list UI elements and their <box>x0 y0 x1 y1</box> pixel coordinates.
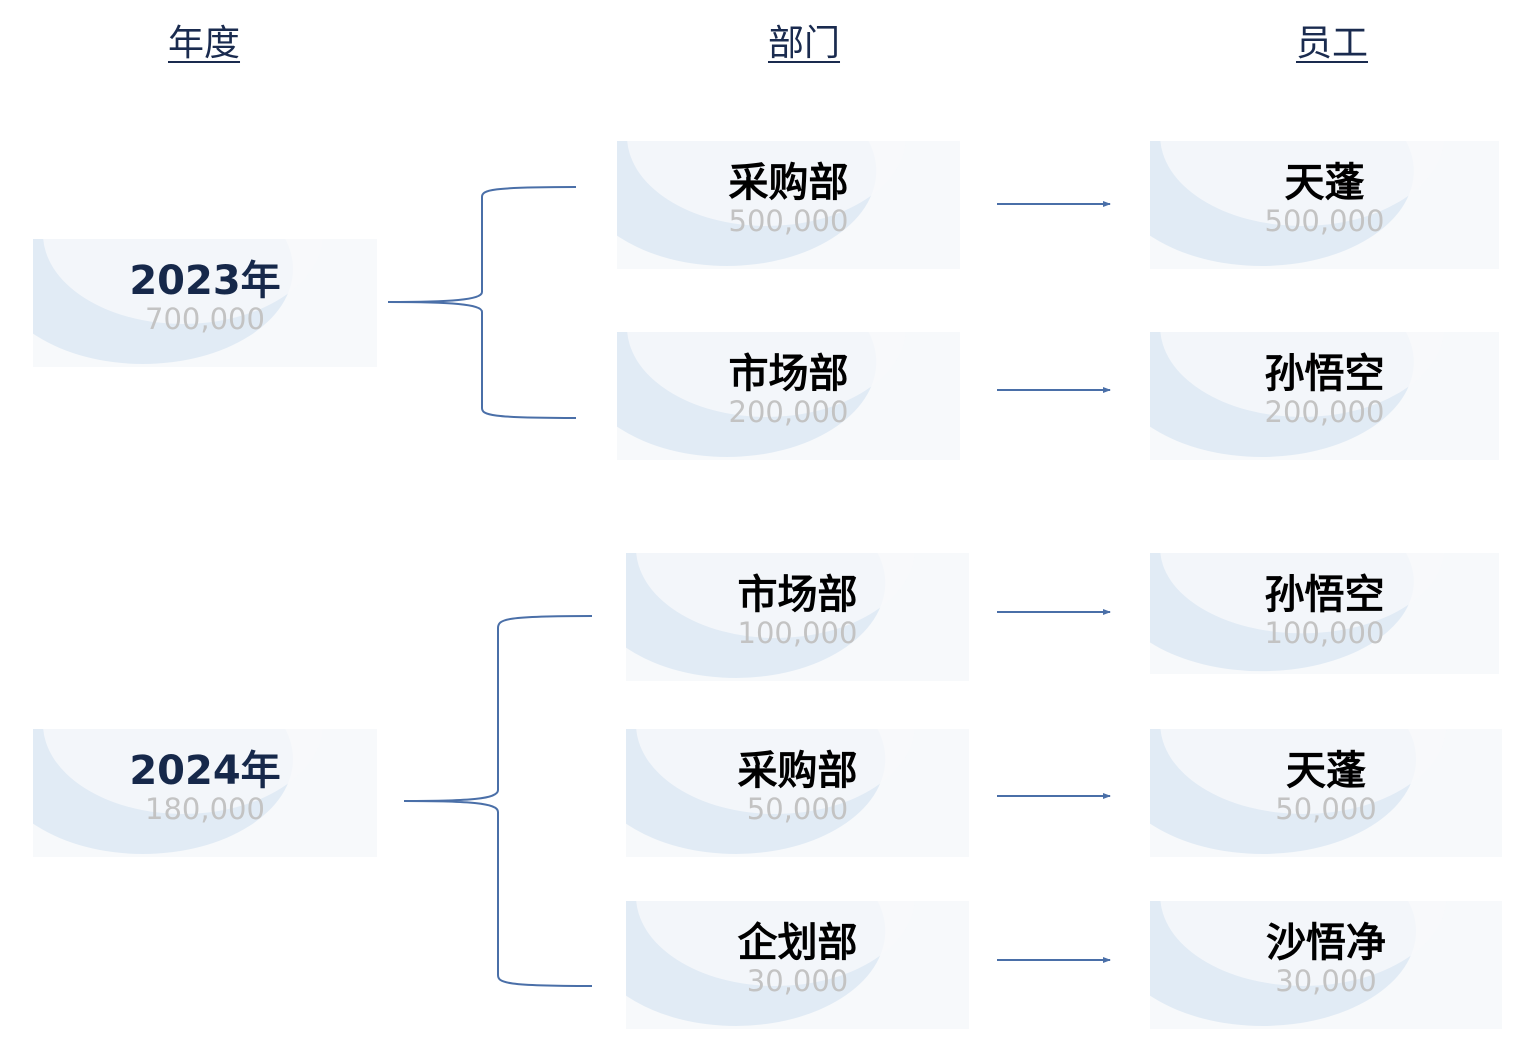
year-value: 700,000 <box>145 302 265 336</box>
card-wave-decoration <box>1150 901 1447 1026</box>
employee-value: 50,000 <box>1275 792 1377 826</box>
card-wave-decoration <box>1150 729 1447 854</box>
employee-value: 200,000 <box>1264 395 1385 429</box>
card-wave-decoration <box>626 901 915 1026</box>
department-card: 市场部 200,000 <box>617 332 960 460</box>
department-name: 市场部 <box>737 572 858 618</box>
card-wave-decoration <box>1150 141 1444 266</box>
header-employee: 员工 <box>1295 23 1369 64</box>
department-card: 采购部 50,000 <box>626 729 969 857</box>
card-wave-decoration <box>617 141 906 266</box>
department-name: 采购部 <box>728 160 849 206</box>
employee-card: 天蓬 500,000 <box>1150 141 1499 269</box>
department-card: 采购部 500,000 <box>617 141 960 269</box>
employee-card: 孙悟空 200,000 <box>1150 332 1499 460</box>
department-value: 100,000 <box>737 616 858 650</box>
employee-name: 天蓬 <box>1284 160 1365 206</box>
employee-card: 孙悟空 100,000 <box>1150 553 1499 674</box>
card-wave-decoration <box>33 729 323 854</box>
department-name: 采购部 <box>737 748 858 794</box>
year-label: 2023年 <box>129 258 281 304</box>
card-wave-decoration <box>626 729 915 854</box>
employee-name: 孙悟空 <box>1264 572 1385 618</box>
department-value: 500,000 <box>728 204 849 238</box>
department-name: 企划部 <box>737 920 858 966</box>
header-department: 部门 <box>767 23 841 64</box>
employee-name: 孙悟空 <box>1264 351 1385 397</box>
brace-2024 <box>403 615 593 987</box>
year-card-2023: 2023年 700,000 <box>33 239 377 367</box>
employee-name: 天蓬 <box>1286 748 1366 794</box>
card-wave-decoration <box>33 239 323 364</box>
year-card-2024: 2024年 180,000 <box>33 729 377 857</box>
card-wave-decoration <box>617 332 906 457</box>
header-year: 年度 <box>167 23 241 64</box>
department-card: 市场部 100,000 <box>626 553 969 681</box>
department-name: 市场部 <box>728 351 849 397</box>
department-value: 200,000 <box>728 395 849 429</box>
employee-name: 沙悟净 <box>1266 920 1386 966</box>
year-label: 2024年 <box>129 748 281 794</box>
department-value: 30,000 <box>746 964 849 998</box>
employee-value: 500,000 <box>1264 204 1385 238</box>
brace-2023 <box>387 186 577 419</box>
card-wave-decoration <box>1150 553 1444 672</box>
employee-card: 沙悟净 30,000 <box>1150 901 1502 1029</box>
card-wave-decoration <box>1150 332 1444 457</box>
employee-value: 100,000 <box>1264 616 1385 650</box>
year-value: 180,000 <box>145 792 265 826</box>
department-card: 企划部 30,000 <box>626 901 969 1029</box>
employee-card: 天蓬 50,000 <box>1150 729 1502 857</box>
card-wave-decoration <box>626 553 915 678</box>
employee-value: 30,000 <box>1275 964 1377 998</box>
department-value: 50,000 <box>746 792 849 826</box>
